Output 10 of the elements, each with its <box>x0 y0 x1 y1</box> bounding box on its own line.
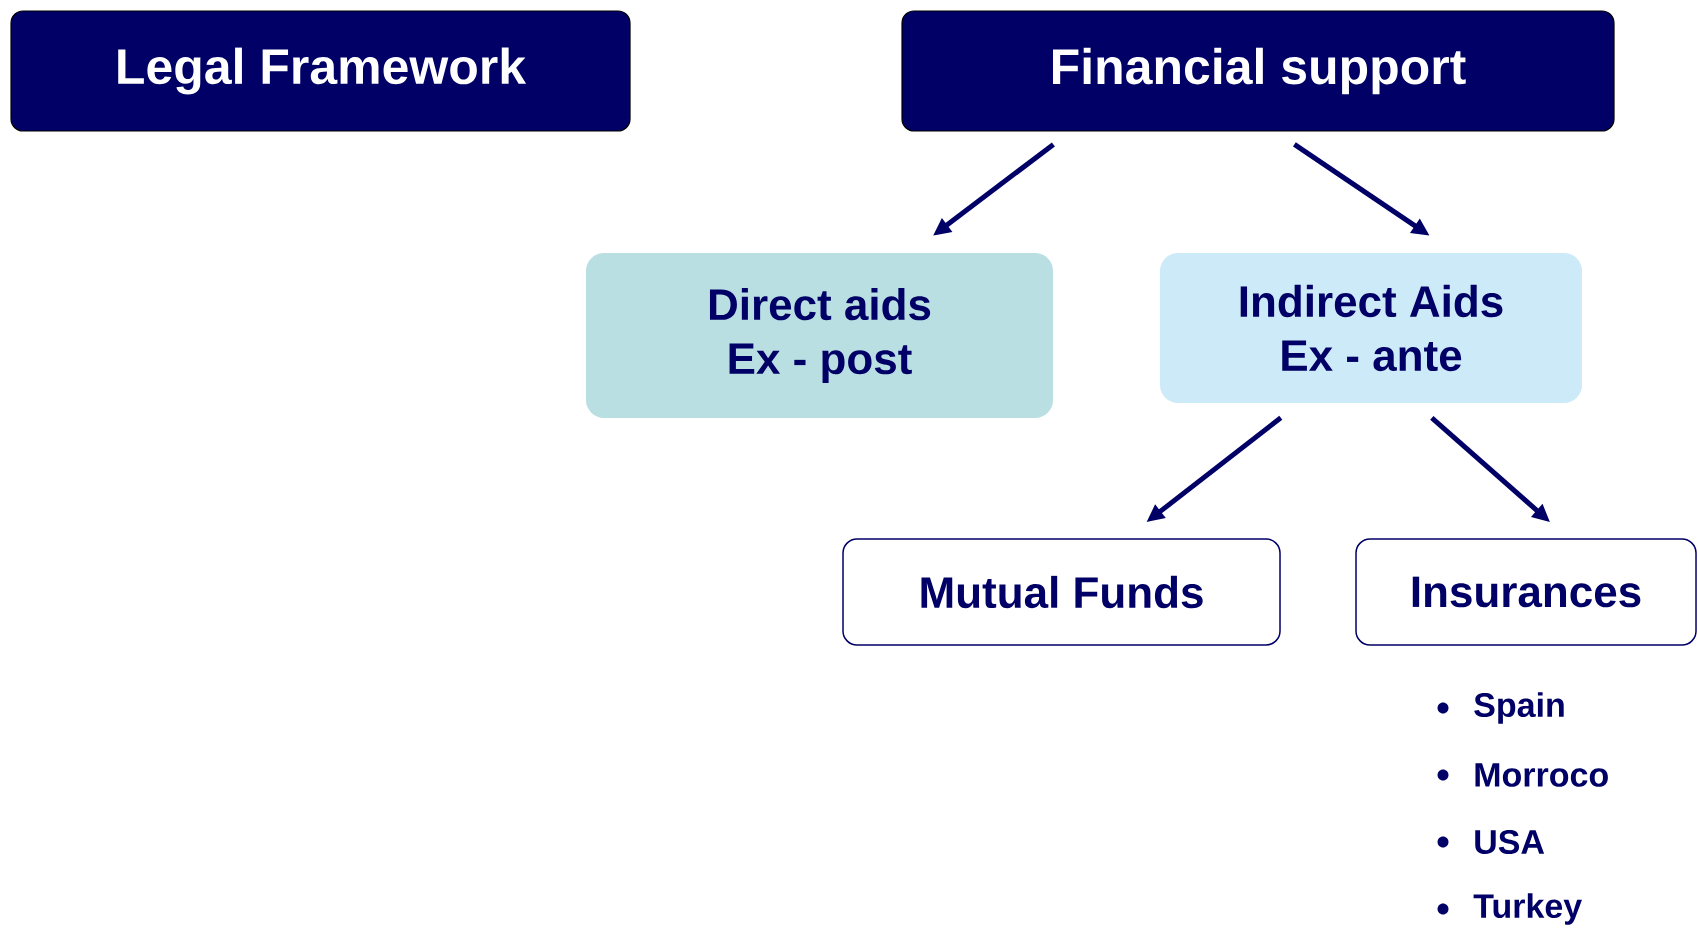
process-box: Indirect Aids Ex - ante <box>1160 253 1582 403</box>
header-box: Legal Framework <box>10 10 631 132</box>
process-box: Mutual Funds <box>842 538 1281 646</box>
bullet-item: Morroco <box>1475 763 1608 787</box>
bullet-item: Turkey <box>1473 893 1582 925</box>
bullet-item: Spain <box>1474 692 1564 724</box>
process-box: Direct aids Ex - post <box>586 253 1053 418</box>
header-box: Financial support <box>901 10 1615 132</box>
process-box: Insurances <box>1355 538 1697 646</box>
bullet-item: USA <box>1475 829 1545 855</box>
